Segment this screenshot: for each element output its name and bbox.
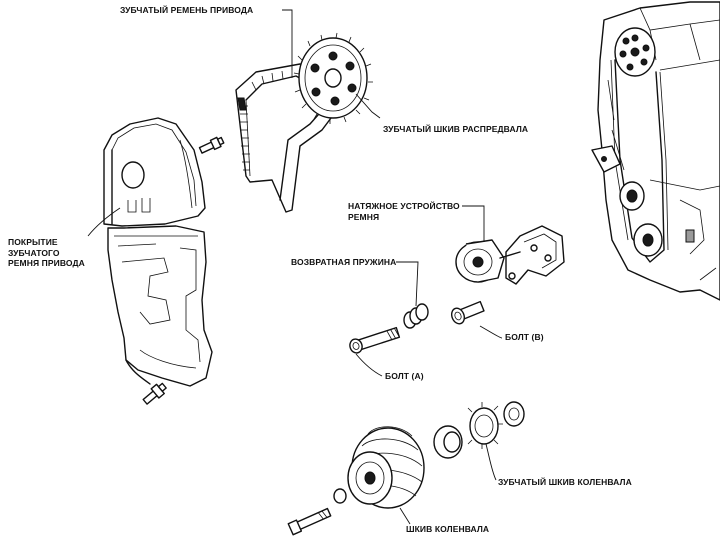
- label-cover-line3: РЕМНЯ ПРИВОДА: [8, 258, 85, 268]
- label-cover-line1: ПОКРЫТИЕ: [8, 237, 58, 247]
- label-crank-sprocket: ЗУБЧАТЫЙ ШКИВ КОЛЕНВАЛА: [498, 477, 632, 487]
- leader-lines: [87, 9, 503, 525]
- label-tensioner-line2: РЕМНЯ: [348, 211, 380, 222]
- camshaft-sprocket: [293, 32, 373, 124]
- belt-tensioner: [455, 225, 565, 285]
- label-timing-belt: ЗУБЧАТЫЙ РЕМЕНЬ ПРИВОДА: [120, 5, 254, 15]
- label-cover: ПОКРЫТИЕ ЗУБЧАТОГО РЕМНЯ ПРИВОДА: [8, 237, 85, 269]
- timing-belt-cover: [103, 117, 225, 405]
- bolt-b: [450, 300, 485, 325]
- label-bolt-a: БОЛТ (А): [385, 371, 424, 381]
- label-cover-line2: ЗУБЧАТОГО: [8, 247, 60, 258]
- return-spring: [403, 303, 429, 329]
- label-return-spring: ВОЗВРАТНАЯ ПРУЖИНА: [291, 257, 397, 267]
- bolt-a: [349, 326, 401, 354]
- label-camshaft-pulley: ЗУБЧАТЫЙ ШКИВ РАСПРЕДВАЛА: [383, 124, 529, 134]
- label-bolt-b: БОЛТ (В): [505, 332, 544, 342]
- engine-assembly: [591, 1, 720, 301]
- crankshaft-sprocket: [433, 401, 525, 459]
- label-tensioner: НАТЯЖНОЕ УСТРОЙСТВО РЕМНЯ: [348, 201, 460, 222]
- label-tensioner-line1: НАТЯЖНОЕ УСТРОЙСТВО: [348, 201, 460, 211]
- crankshaft-pulley: [287, 426, 425, 536]
- label-crank-pulley: ШКИВ КОЛЕНВАЛА: [406, 524, 490, 534]
